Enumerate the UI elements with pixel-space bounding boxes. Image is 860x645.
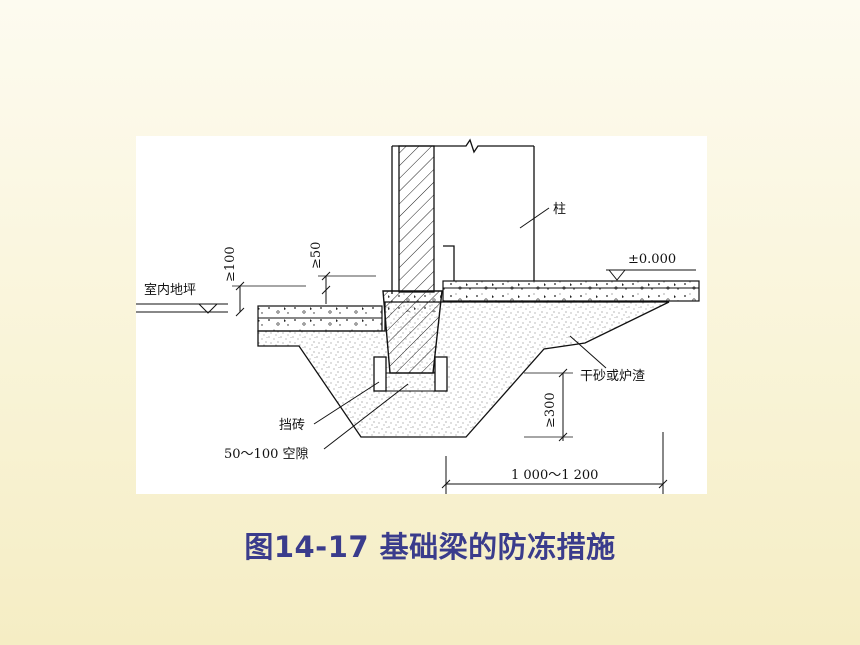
elevation-label: ±0.000 [628,252,676,267]
dim-50-label: ≥50 [309,242,324,269]
retaining-brick-label: 挡砖 [279,418,305,433]
column-label: 柱 [553,202,566,217]
foundation-beam-diagram: ±0.000 室内地坪 ≥100 ≥50 ≥300 1 000～1 2 [136,136,707,494]
dim-300 [524,368,573,442]
elevation-symbol [606,269,696,281]
column [391,138,535,294]
dim-50 [318,271,376,304]
indoor-floor-label: 室内地坪 [144,282,196,298]
gap-label: 50～100 空隙 [224,447,309,462]
exterior-slab [442,280,700,302]
dry-sand-label: 干砂或炉渣 [580,369,645,384]
indoor-level-symbol [136,303,228,314]
dim-100 [232,281,306,317]
dim-width-label: 1 000～1 200 [511,468,598,483]
dim-100-label: ≥100 [223,246,238,282]
retaining-brick-right [434,356,448,392]
figure-caption: 图14-17 基础梁的防冻措施 [244,530,616,564]
retaining-brick-left [373,356,387,392]
dim-width [441,432,668,494]
dim-300-label: ≥300 [543,392,558,428]
